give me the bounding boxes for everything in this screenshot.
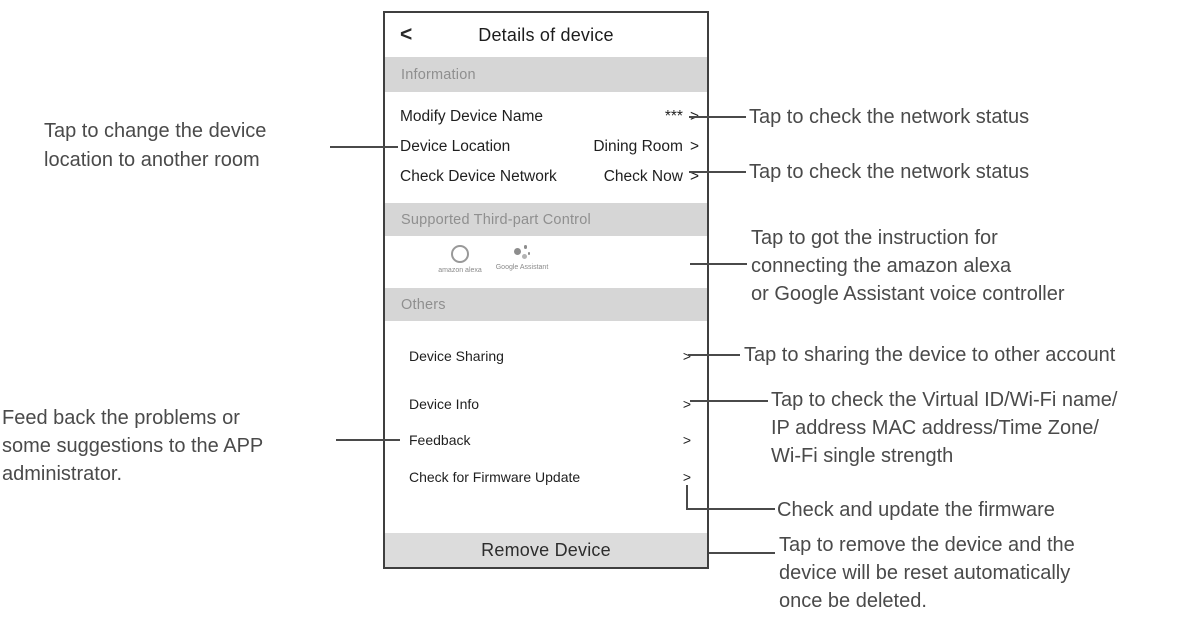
chevron-right-icon: > [689, 138, 699, 155]
annotation-line: Tap to check the Virtual ID/Wi-Fi name/ [771, 389, 1118, 411]
annotation-remove-device: Tap to remove the device and the device … [779, 531, 1075, 615]
connector-feedback [336, 439, 400, 441]
chevron-right-icon: > [682, 469, 691, 485]
row-label: Modify Device Name [400, 108, 543, 125]
annotation-network-status-2: Tap to check the network status [749, 158, 1029, 186]
row-modify-device-name[interactable]: Modify Device Name *** > [385, 103, 707, 131]
remove-device-label: Remove Device [481, 539, 611, 560]
row-label: Device Location [400, 138, 511, 155]
annotation-line: some suggestions to the APP [2, 435, 264, 457]
row-check-for-firmware-update[interactable]: Check for Firmware Update > [385, 463, 707, 491]
annotation-line: Tap to change the device [44, 120, 267, 142]
section-label: Others [401, 296, 446, 313]
row-label: Check Device Network [400, 168, 557, 185]
section-header-third-part-control: Supported Third-part Control [385, 203, 707, 236]
annotation-line: once be deleted. [779, 590, 927, 612]
connector-device-location [330, 146, 398, 148]
google-assistant-button[interactable]: Google Assistant [487, 244, 557, 271]
annotation-voice-control: Tap to got the instruction for connectin… [751, 224, 1065, 308]
annotation-line: administrator. [2, 463, 123, 485]
annotation-line: Tap to check the network status [749, 106, 1030, 128]
chevron-right-icon: > [682, 432, 691, 448]
annotation-network-status-1: Tap to check the network status [749, 103, 1029, 131]
annotation-line: connecting the amazon alexa [751, 255, 1012, 277]
section-label: Supported Third-part Control [401, 211, 591, 228]
google-assistant-icon [513, 244, 532, 262]
chevron-right-icon: > [682, 396, 691, 412]
amazon-alexa-label: amazon alexa [438, 267, 482, 274]
connector-remove-device [709, 552, 775, 554]
google-assistant-label: Google Assistant [495, 264, 549, 271]
row-check-device-network[interactable]: Check Device Network Check Now > [385, 163, 707, 191]
annotation-device-info: Tap to check the Virtual ID/Wi-Fi name/ … [771, 386, 1117, 470]
annotation-firmware: Check and update the firmware [777, 496, 1055, 524]
amazon-alexa-button[interactable]: amazon alexa [425, 245, 495, 274]
connector-device-info [690, 400, 768, 402]
row-value: Check Now [603, 168, 683, 185]
connector-network-status-1 [689, 116, 746, 118]
connector-voice-control [690, 263, 747, 265]
row-label: Device Info [409, 396, 480, 412]
row-device-sharing[interactable]: Device Sharing > [385, 342, 707, 370]
row-value: *** [664, 108, 683, 125]
row-feedback[interactable]: Feedback > [385, 426, 707, 454]
annotation-feedback: Feed back the problems or some suggestio… [2, 404, 263, 488]
section-header-information: Information [385, 57, 707, 92]
chevron-right-icon: > [682, 348, 691, 364]
row-label: Feedback [409, 432, 471, 448]
annotation-line: or Google Assistant voice controller [751, 283, 1065, 305]
remove-device-button[interactable]: Remove Device [385, 533, 707, 567]
back-icon[interactable]: < [400, 23, 413, 46]
annotation-line: Wi-Fi single strength [771, 445, 954, 467]
annotation-line: device will be reset automatically [779, 562, 1071, 584]
row-device-info[interactable]: Device Info > [385, 390, 707, 418]
screen-header: < Details of device [385, 13, 707, 57]
annotation-line: Tap to got the instruction for [751, 227, 998, 249]
section-label: Information [401, 66, 476, 83]
annotation-line: location to another room [44, 149, 260, 171]
annotation-line: Tap to check the network status [749, 161, 1030, 183]
annotation-line: Tap to sharing the device to other accou… [744, 344, 1116, 366]
connector-device-sharing [688, 354, 740, 356]
connector-firmware-horizontal [686, 508, 775, 510]
annotation-device-sharing: Tap to sharing the device to other accou… [744, 341, 1115, 369]
row-label: Check for Firmware Update [409, 469, 581, 485]
connector-firmware-vertical [686, 485, 688, 510]
row-value: Dining Room [593, 138, 683, 155]
annotation-line: IP address MAC address/Time Zone/ [771, 417, 1099, 439]
annotation-line: Feed back the problems or [2, 407, 240, 429]
annotation-line: Check and update the firmware [777, 499, 1055, 521]
device-details-screen: < Details of device Information Modify D… [383, 11, 709, 569]
annotation-change-location: Tap to change the device location to ano… [44, 117, 266, 175]
chevron-right-icon: > [689, 168, 699, 185]
row-label: Device Sharing [409, 348, 504, 364]
page-title: Details of device [478, 24, 614, 45]
amazon-alexa-icon [451, 245, 469, 263]
connector-network-status-2 [689, 171, 746, 173]
annotation-line: Tap to remove the device and the [779, 534, 1075, 556]
section-header-others: Others [385, 288, 707, 321]
row-device-location[interactable]: Device Location Dining Room > [385, 133, 707, 161]
